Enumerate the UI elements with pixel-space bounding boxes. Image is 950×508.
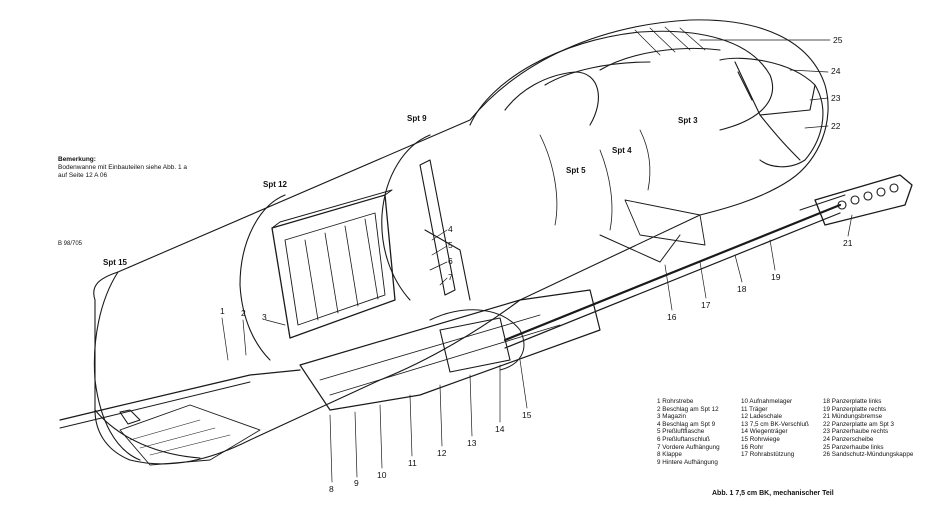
callout-number: 16 xyxy=(667,312,677,322)
muzzle-brake xyxy=(814,174,913,226)
frame-spt12 xyxy=(239,194,286,361)
callout-number: 24 xyxy=(831,66,841,76)
callout-number: 14 xyxy=(495,424,505,434)
callout-number: 10 xyxy=(377,470,387,480)
breech xyxy=(439,317,511,373)
callout-number: 8 xyxy=(329,484,334,494)
legend-item: 14 Wiegenträger xyxy=(741,428,788,436)
spt-label: Spt 9 xyxy=(407,114,427,123)
legend-item: 10 Aufnahmelager xyxy=(741,398,793,405)
drawing-reference: B 98/705 xyxy=(58,241,83,247)
callout-number: 1 xyxy=(220,306,225,316)
note-title: Bemerkung: xyxy=(58,156,96,163)
legend-item: 13 7,5 cm BK-Verschluß xyxy=(741,420,809,428)
callout-number: 15 xyxy=(522,410,532,420)
callout-number: 4 xyxy=(448,224,453,234)
spt-label: Spt 5 xyxy=(566,166,586,175)
note-line: Bodenwanne mit Einbauteilen siehe Abb. 1… xyxy=(58,164,188,171)
callout-number: 3 xyxy=(262,312,267,322)
legend-item: 26 Sandschutz-Mündungskappe xyxy=(823,451,914,459)
legend-item: 25 Panzerhaube links xyxy=(823,443,884,451)
bottom-hatch xyxy=(119,404,261,466)
frame-spt9 xyxy=(381,134,431,301)
spt-label: Spt 15 xyxy=(103,258,128,267)
spt-label: Spt 4 xyxy=(612,146,632,155)
legend-item: 8 Klappe xyxy=(657,451,682,459)
legend-item: 6 Preßluftanschluß xyxy=(657,435,710,443)
callout-number: 6 xyxy=(448,256,453,266)
callout-number: 18 xyxy=(737,284,747,294)
legend-item: 15 Rohrwiege xyxy=(741,435,780,443)
legend-item: 3 Magazin xyxy=(657,413,687,421)
callout-number: 9 xyxy=(354,478,359,488)
legend-column-3: 18 Panzerplatte links 19 Panzerplatte re… xyxy=(823,398,913,459)
gun-cradle xyxy=(299,289,601,411)
magazine xyxy=(271,194,396,339)
gun-barrel xyxy=(503,203,842,342)
frame-spt15 xyxy=(93,271,141,461)
callout-number: 11 xyxy=(408,458,417,468)
callout-number: 22 xyxy=(831,121,841,131)
support-strut xyxy=(59,369,301,421)
legend-item: 12 Ladeschale xyxy=(741,413,782,421)
legend-item: 9 Hintere Aufhängung xyxy=(657,458,718,466)
note-line: auf Seite 12 A 06 xyxy=(58,172,108,179)
legend-item: 22 Panzerplatte am Spt 3 xyxy=(823,420,895,428)
callout-number: 17 xyxy=(701,300,711,310)
spt-label: Spt 3 xyxy=(678,116,698,125)
callout-number: 5 xyxy=(448,240,453,250)
note-block: Bemerkung: Bodenwanne mit Einbauteilen s… xyxy=(58,156,187,180)
legend-item: 7 Vordere Aufhängung xyxy=(657,443,720,451)
callout-number: 7 xyxy=(448,272,453,282)
canopy xyxy=(469,30,774,131)
legend-item: 21 Mündungsbremse xyxy=(823,413,883,421)
legend-item: 24 Panzerscheibe xyxy=(823,435,874,443)
legend-item: 17 Rohrabstützung xyxy=(741,451,795,459)
callout-number: 19 xyxy=(771,272,781,282)
legend-item: 19 Panzerplatte rechts xyxy=(823,405,887,413)
legend-item: 16 Rohr xyxy=(741,443,764,451)
legend-column-2: 10 Aufnahmelager 11 Träger 12 Ladeschale… xyxy=(741,398,809,459)
callout-number: 13 xyxy=(467,438,477,448)
nose-armor xyxy=(719,57,824,168)
legend-item: 5 Preßluftflasche xyxy=(657,428,705,436)
legend-item: 4 Beschlag am Spt 9 xyxy=(657,420,716,428)
callout-number: 23 xyxy=(831,93,841,103)
callout-number: 25 xyxy=(833,35,843,45)
callout-number: 2 xyxy=(241,308,246,318)
figure-caption: Abb. 1 7,5 cm BK, mechanischer Teil xyxy=(712,490,834,497)
barrel-support xyxy=(599,234,681,263)
callout-number: 12 xyxy=(437,448,447,458)
legend-column-1: 1 Rohrstrebe 2 Beschlag am Spt 12 3 Maga… xyxy=(657,398,720,466)
legend-item: 1 Rohrstrebe xyxy=(657,398,694,405)
legend-item: 11 Träger xyxy=(741,405,768,413)
legend-item: 18 Panzerplatte links xyxy=(823,398,882,405)
spt-label: Spt 12 xyxy=(263,180,288,189)
callout-number: 21 xyxy=(843,238,853,248)
legend-item: 23 Panzerhaube rechts xyxy=(823,428,889,436)
legend-item: 2 Beschlag am Spt 12 xyxy=(657,405,719,413)
